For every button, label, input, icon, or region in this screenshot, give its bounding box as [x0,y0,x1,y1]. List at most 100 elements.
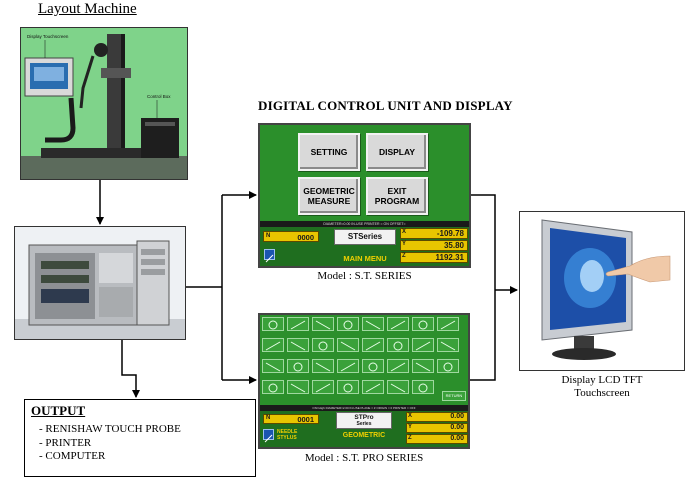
needle-stylus-icon[interactable] [263,429,274,443]
geometry-tool-icon [268,383,278,393]
geometry-tool-icon [418,320,428,330]
geometry-tool-tile[interactable] [437,359,459,373]
geometry-tool-tile[interactable] [262,338,284,352]
geometry-tool-tile[interactable] [412,380,434,394]
monitor-caption: Display LCD TFT Touchscreen [519,374,685,400]
geometry-tool-tile[interactable] [262,317,284,331]
computer-photo [14,226,186,340]
geometry-tool-icon [268,320,278,330]
computer-illustration [15,227,185,339]
exit-program-button[interactable]: EXIT PROGRAM [366,177,428,215]
return-button[interactable]: RETURN [442,391,466,401]
st-series-caption: Model : S.T. SERIES [317,270,412,282]
digital-control-title: DIGITAL CONTROL UNIT AND DISPLAY [258,98,513,113]
geometry-tool-tile[interactable] [387,359,409,373]
geometry-tool-tile[interactable] [337,380,359,394]
geometry-tool-tile[interactable] [262,359,284,373]
st-bottom-panel: N 0000 STSeries MAIN MENU X -109.78 Y 35… [260,227,469,266]
setting-button[interactable]: SETTING [298,133,360,171]
layout-machine-photo: Control Box Display Touchscreen [20,27,188,180]
geometry-tool-icon [368,362,378,372]
geometry-tool-icon [340,362,356,372]
geometry-tool-tile[interactable] [412,359,434,373]
stpro-y-axis-readout: Y 0.00 [406,423,468,433]
st-series-screen: SETTING DISPLAY GEOMETRIC MEASURE EXIT P… [258,123,471,268]
geometry-tool-tile[interactable] [362,359,384,373]
stpro-counter-label: N [266,415,271,421]
arrow-computer-to-output [121,340,140,398]
geometry-tool-tile[interactable] [312,359,334,373]
geometry-tool-icon [265,341,281,351]
z-axis-letter: Z [402,253,406,259]
geometric-measure-label: GEOMETRIC MEASURE [303,186,355,206]
stpro-x-axis-readout: X 0.00 [406,412,468,422]
geometry-tool-tile[interactable] [337,359,359,373]
geometry-tool-icon [290,341,306,351]
stpro-counter-value: 0001 [297,415,314,424]
output-title: OUTPUT [31,403,86,418]
stpro-series-logo: STPro Series [336,412,392,429]
geometry-tool-icon [415,362,431,372]
geometry-tool-tile[interactable] [312,338,334,352]
geometry-tool-tile[interactable] [312,317,334,331]
stpro-logo-line1: STPro [354,414,374,421]
layout-machine-illustration: Control Box Display Touchscreen [21,28,187,179]
geometry-tool-icon [393,341,403,351]
stpro-series-caption: Model : S.T. PRO SERIES [304,452,424,464]
geometry-tool-icon [340,341,356,351]
z-axis-value: 1192.31 [435,253,464,262]
x-axis-letter: X [402,229,407,235]
display-button[interactable]: DISPLAY [366,133,428,171]
geometry-tool-icon [315,362,331,372]
geometry-tool-tile[interactable] [287,338,309,352]
geometry-icon-grid [262,317,468,405]
geometry-tool-icon [315,383,331,393]
geometry-tool-tile[interactable] [337,338,359,352]
geometry-tool-tile[interactable] [437,338,459,352]
exit-program-label: EXIT PROGRAM [374,186,420,206]
stpro-counter-field: N 0001 [263,414,319,424]
output-box: OUTPUT - RENISHAW TOUCH PROBE - PRINTER … [24,399,256,477]
geometry-tool-tile[interactable] [387,338,409,352]
geometric-measure-button[interactable]: GEOMETRIC MEASURE [298,177,360,215]
stylus-icon[interactable] [264,249,275,263]
geometry-tool-tile[interactable] [437,317,459,331]
display-touchscreen-label: Display Touchscreen [27,34,69,39]
monitor-caption-line1: Display LCD TFT [561,374,643,386]
monitor-illustration [520,212,684,370]
stpro-series-screen: RETURN ON=High DIAMETER=2.00 IN-USE PLAN… [258,313,470,449]
geometry-tool-icon [365,341,381,351]
y-axis-value: 35.80 [443,241,464,250]
stpro-x-axis-letter: X [408,413,413,419]
y-axis-readout: Y 35.80 [400,240,468,251]
stpro-y-axis-letter: Y [408,424,413,430]
geometry-tool-tile[interactable] [362,380,384,394]
geometry-tool-tile[interactable] [362,338,384,352]
output-item-computer: - COMPUTER [39,450,106,462]
layout-machine-title: Layout Machine [38,1,137,17]
main-menu-label: MAIN MENU [343,254,387,263]
geometry-tool-tile[interactable] [287,317,309,331]
geometry-tool-tile[interactable] [287,380,309,394]
stpro-z-axis-readout: Z 0.00 [406,434,468,444]
stpro-x-axis-value: 0.00 [450,413,464,420]
geometry-tool-tile[interactable] [337,317,359,331]
geometry-tool-icon [440,320,456,330]
geometry-tool-tile[interactable] [287,359,309,373]
geometry-tool-icon [443,362,453,372]
geometry-tool-tile[interactable] [412,317,434,331]
counter-value: 0000 [297,233,314,242]
geometry-tool-tile[interactable] [262,380,284,394]
counter-label: N [266,233,271,239]
geometry-tool-tile[interactable] [412,338,434,352]
stpro-y-axis-value: 0.00 [450,424,464,431]
geometry-tool-tile[interactable] [362,317,384,331]
geometry-tool-tile[interactable] [312,380,334,394]
line-stpro-to-join [470,290,496,381]
geometry-tool-tile[interactable] [387,380,409,394]
geometry-tool-icon [390,383,406,393]
geometry-tool-tile[interactable] [387,317,409,331]
line-st-to-join [471,194,496,290]
output-item-probe: - RENISHAW TOUCH PROBE [39,423,181,435]
